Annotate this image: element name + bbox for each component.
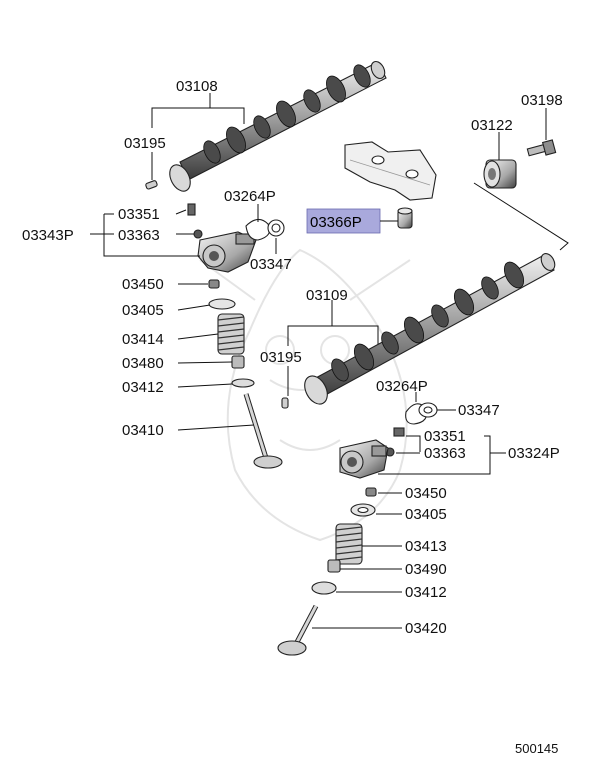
label-03264P-right[interactable]: 03264P — [376, 378, 428, 395]
retainer-03450-left — [208, 279, 220, 289]
label-03405-right[interactable]: 03405 — [405, 506, 447, 523]
highlight-03366P — [306, 208, 381, 234]
valve-03420 — [277, 604, 319, 656]
label-03108[interactable]: 03108 — [176, 78, 218, 95]
part-labels: 03108 03195 03198 03122 03351 03343P 033… — [22, 78, 563, 756]
label-03414[interactable]: 03414 — [122, 331, 164, 348]
camshaft-upper-left — [169, 60, 387, 192]
label-03195-middle[interactable]: 03195 — [260, 349, 302, 366]
watermark-emblem — [199, 248, 411, 542]
sprocket-03122 — [483, 159, 517, 189]
valve-03410 — [243, 393, 283, 469]
label-03351-left[interactable]: 03351 — [118, 206, 160, 223]
label-03347-right[interactable]: 03347 — [458, 402, 500, 419]
dowel-pin-middle — [281, 397, 289, 409]
label-03413[interactable]: 03413 — [405, 538, 447, 555]
label-03450-left[interactable]: 03450 — [122, 276, 164, 293]
dowel-pin-upper — [145, 180, 158, 190]
label-03412-left[interactable]: 03412 — [122, 379, 164, 396]
valve-spring-03414 — [217, 313, 245, 355]
label-03347-left[interactable]: 03347 — [250, 256, 292, 273]
label-03363-right[interactable]: 03363 — [424, 445, 466, 462]
valve-seat-03412-right — [311, 581, 337, 595]
label-03351-right[interactable]: 03351 — [424, 428, 466, 445]
washer-03347-left-hole — [271, 223, 281, 233]
label-03410[interactable]: 03410 — [122, 422, 164, 439]
cam-bracket — [344, 141, 437, 201]
leader-lines — [90, 93, 547, 629]
label-03366P[interactable]: 03366P — [310, 214, 362, 231]
bolt-03198 — [526, 139, 557, 157]
ball-03363-left — [193, 229, 203, 239]
label-03109[interactable]: 03109 — [306, 287, 348, 304]
label-03363-left[interactable]: 03363 — [118, 227, 160, 244]
rocker-arm-assy-left — [197, 231, 257, 273]
spring-pin-03351-right — [393, 427, 405, 437]
label-03264P-left[interactable]: 03264P — [224, 188, 276, 205]
spring-pin-03351-left — [187, 203, 196, 216]
seat-03405-left — [208, 298, 236, 310]
sprocket-leader — [473, 182, 569, 251]
label-03490[interactable]: 03490 — [405, 561, 447, 578]
label-03405-left[interactable]: 03405 — [122, 302, 164, 319]
figure-number: 500145 — [515, 741, 558, 756]
washer-03347-right-hole — [423, 406, 433, 414]
valve-seat-03412-left — [231, 378, 255, 388]
retainer-03450-right — [365, 487, 377, 497]
rocker-arm-assy-right — [339, 439, 389, 479]
label-03420[interactable]: 03420 — [405, 620, 447, 637]
stem-seal-03480 — [231, 355, 245, 369]
label-03480[interactable]: 03480 — [122, 355, 164, 372]
camshaft-lower — [304, 253, 556, 405]
label-03198[interactable]: 03198 — [521, 92, 563, 109]
label-03324P[interactable]: 03324P — [508, 445, 560, 462]
label-03122[interactable]: 03122 — [471, 117, 513, 134]
seat-03405-right-hole — [357, 506, 369, 514]
label-03195-upper[interactable]: 03195 — [124, 135, 166, 152]
valve-spring-03413 — [335, 523, 363, 565]
label-03412-right[interactable]: 03412 — [405, 584, 447, 601]
label-03450-right[interactable]: 03450 — [405, 485, 447, 502]
stem-seal-03490 — [327, 559, 341, 573]
lash-adjuster-03366P — [397, 207, 413, 229]
label-03343P[interactable]: 03343P — [22, 227, 74, 244]
